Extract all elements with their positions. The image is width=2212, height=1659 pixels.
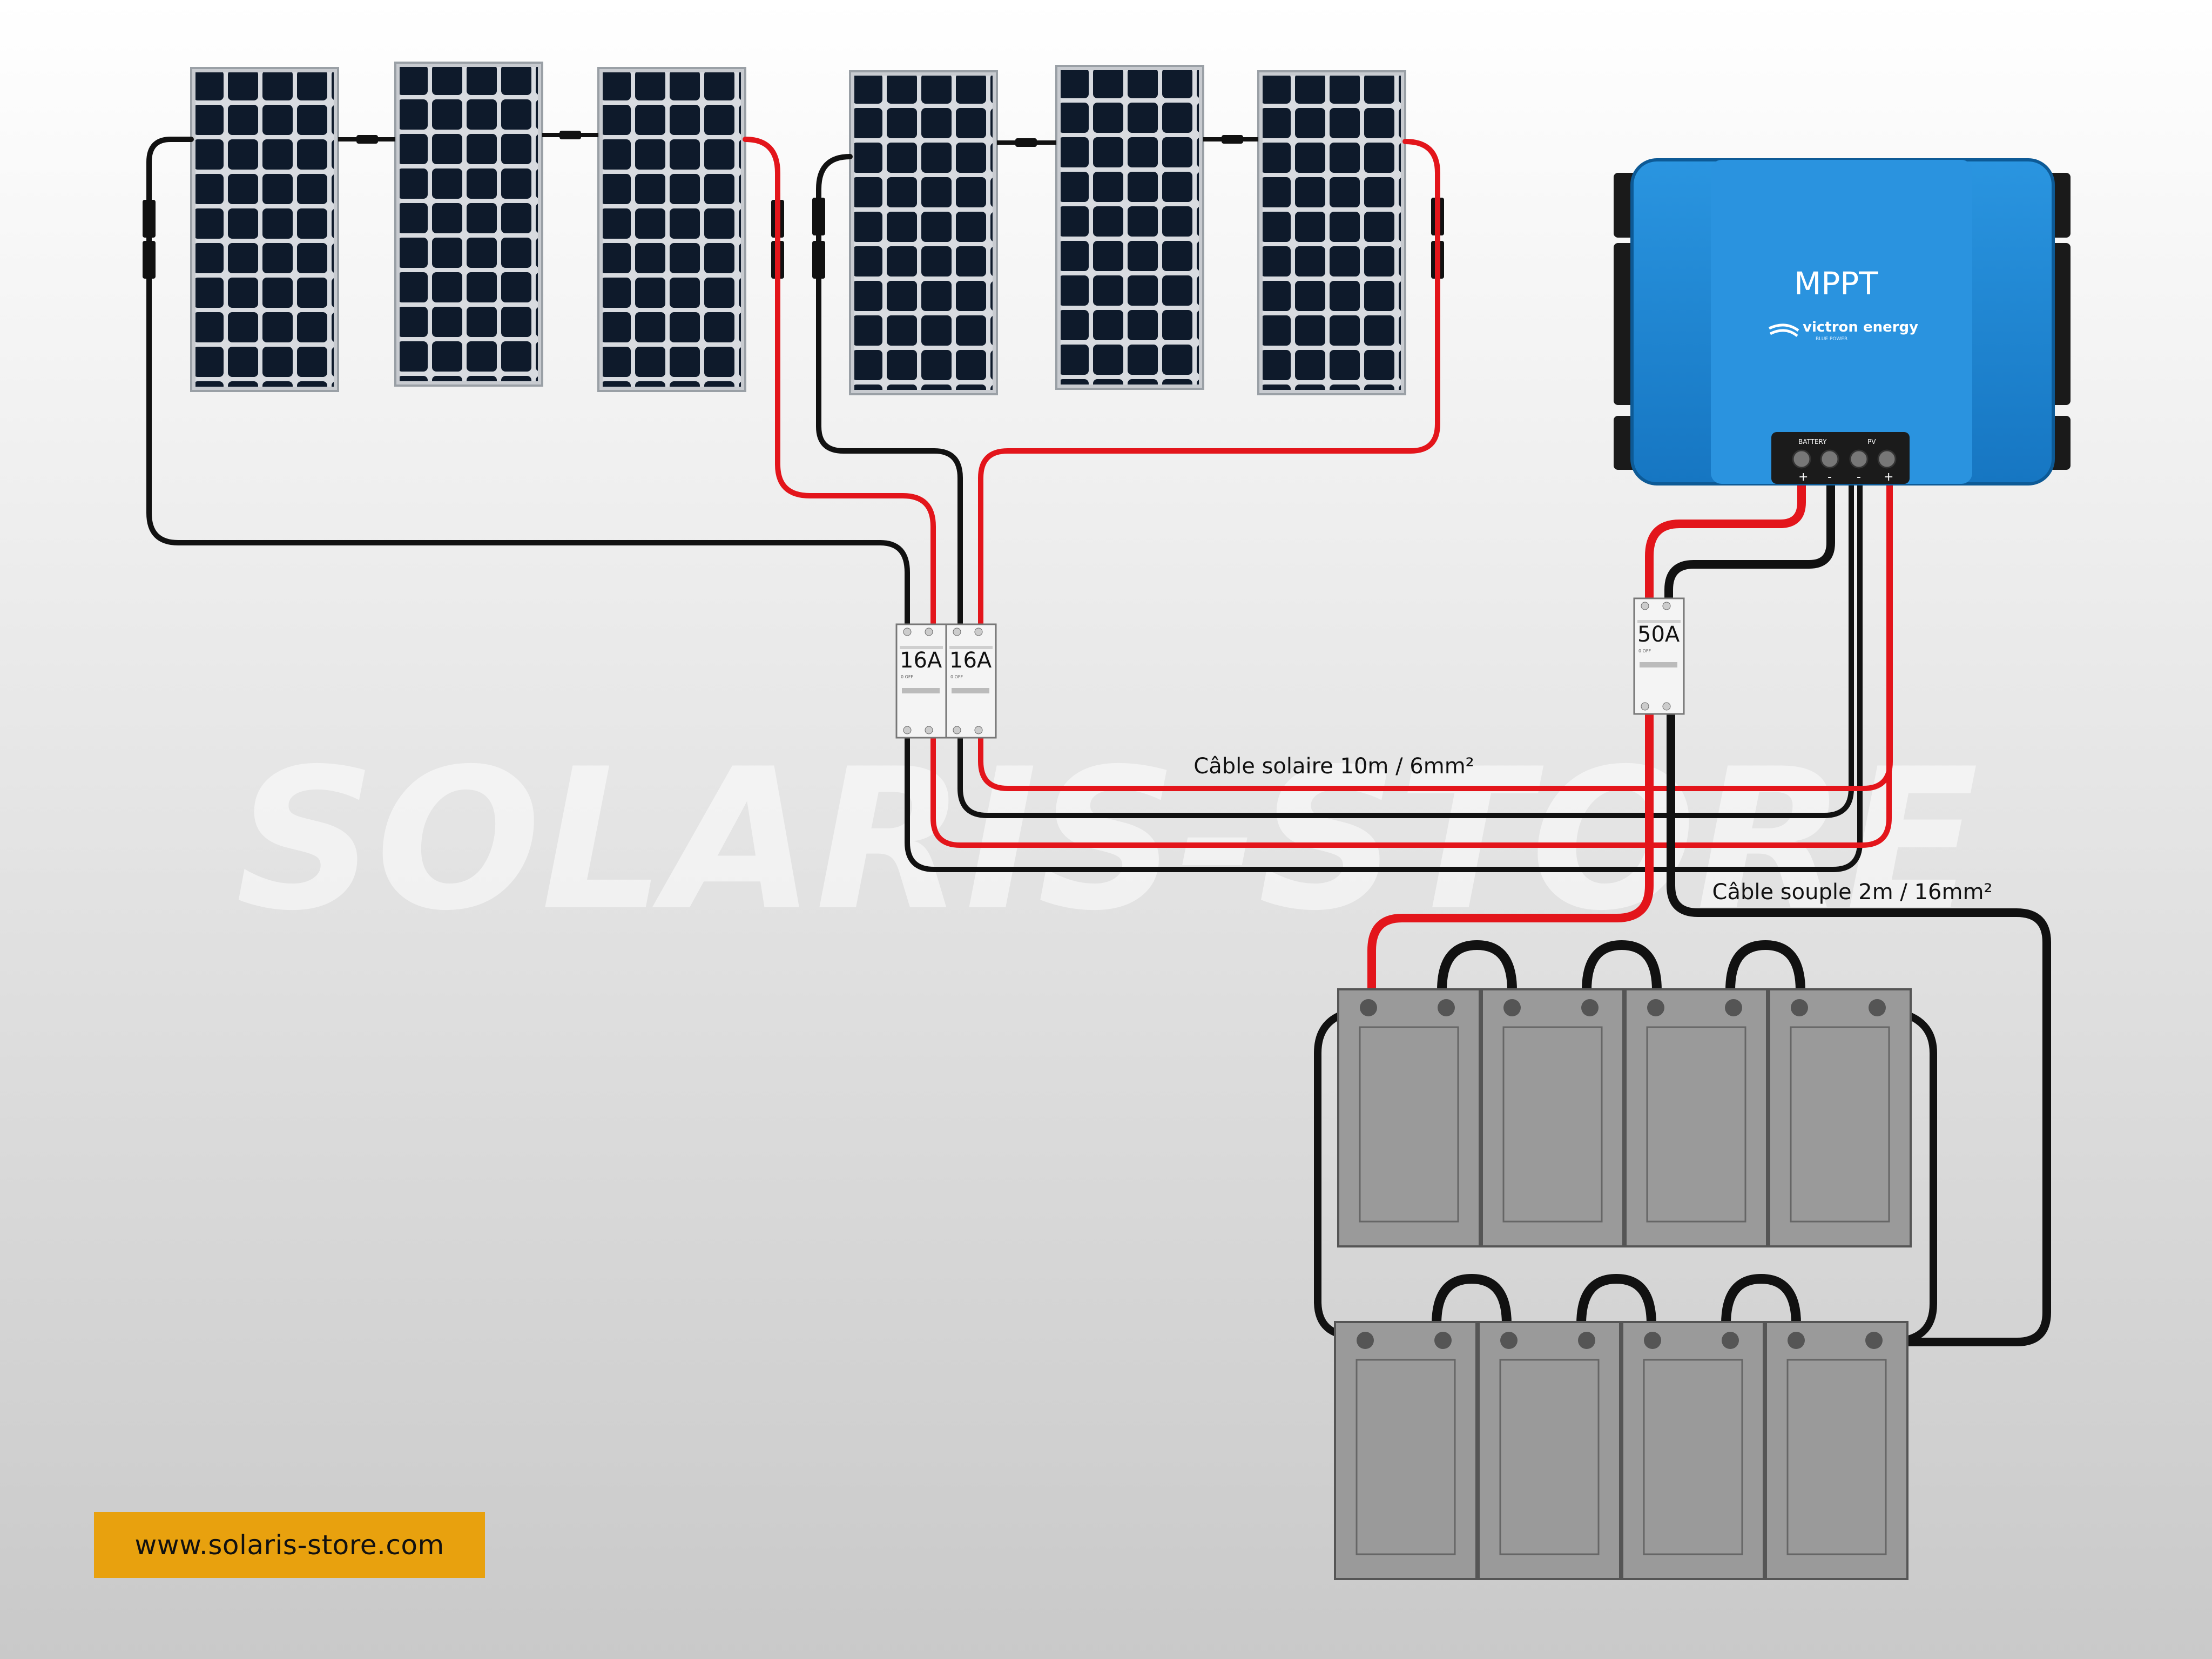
solar-panel [597,67,746,392]
solar-panel [394,62,543,387]
breaker-rating: 50A [1637,622,1680,647]
breaker-rating: 16A [900,648,942,673]
solar-cable-label: Câble solaire 10m / 6mm² [1193,754,1474,779]
pv-wiring [146,137,1893,872]
battery [1624,988,1768,1247]
victron-logo-icon [1768,323,1799,337]
battery [1768,988,1912,1247]
battery [1478,1321,1621,1580]
website-url: www.solaris-store.com [134,1529,444,1561]
terminal-sign: - [1827,470,1832,484]
breaker-50a[interactable]: 50A 0 OFF [1633,597,1685,715]
terminal-pv-label: PV [1867,438,1876,446]
solar-panel [849,70,998,395]
solar-array [190,62,1406,395]
battery-cable-label: Câble souple 2m / 16mm² [1712,880,1993,905]
breaker-state: 0 OFF [1638,649,1651,653]
brand-tagline: BLUE POWER [1816,336,1847,342]
breaker-16a-2[interactable]: 16A 0 OFF [945,623,997,739]
breaker-group: 16A 0 OFF 16A 0 OFF 50A 0 OFF [895,597,1685,739]
battery [1765,1321,1908,1580]
terminal-sign: + [1884,470,1893,484]
terminal-screws [1792,449,1897,469]
solar-panel [1257,70,1406,395]
breaker-state: 0 OFF [950,675,963,679]
breaker-rating: 16A [949,648,992,673]
brand-name: victron energy [1803,319,1918,335]
breaker-16a-1[interactable]: 16A 0 OFF [895,623,947,739]
battery [1334,1321,1478,1580]
mppt-controller: MPPT victron energy BLUE POWER BATTERY P… [1614,158,2071,485]
solar-panel [1055,65,1204,390]
terminal-sign: + [1798,470,1808,484]
battery-bank [1334,988,1912,1580]
battery [1481,988,1624,1247]
mppt-title: MPPT [1794,265,1878,302]
breaker-state: 0 OFF [901,675,914,679]
battery [1337,988,1481,1247]
watermark-text: SOLARIS-STORE [235,727,1978,953]
solar-panel [190,67,339,392]
terminal-sign: - [1857,470,1861,484]
battery [1621,1321,1765,1580]
terminal-block [1771,432,1910,484]
terminal-battery-label: BATTERY [1798,438,1827,446]
website-badge[interactable]: www.solaris-store.com [94,1512,485,1578]
